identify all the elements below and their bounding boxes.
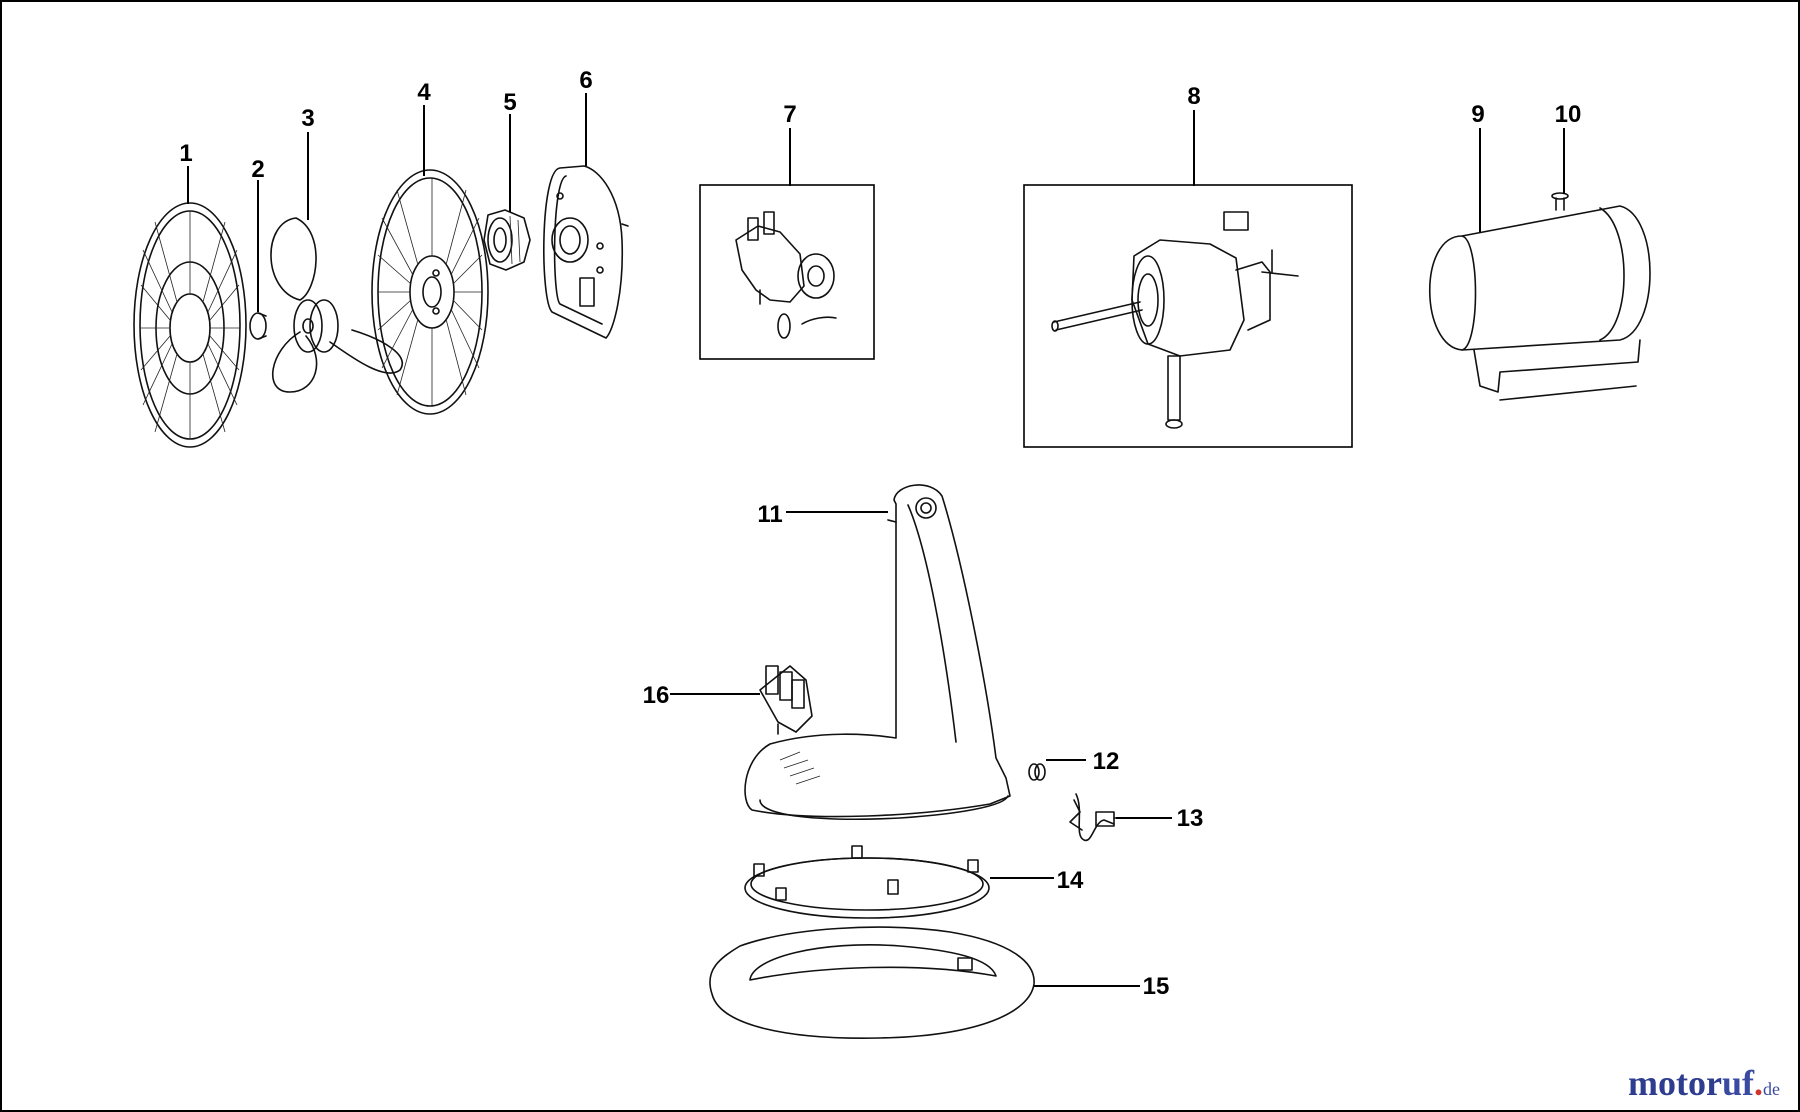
leader-lines bbox=[187, 93, 1565, 987]
callout-3: 3 bbox=[301, 105, 314, 132]
cover-screw bbox=[1551, 192, 1569, 211]
callout-15: 15 bbox=[1143, 973, 1170, 1000]
watermark-brand-start: motor bbox=[1628, 1063, 1722, 1103]
cable-gland bbox=[1028, 763, 1046, 781]
rear-housing bbox=[543, 165, 629, 339]
grille-nut bbox=[483, 209, 531, 271]
callout-4: 4 bbox=[417, 79, 431, 106]
callout-14: 14 bbox=[1057, 867, 1084, 894]
gear-box-frame bbox=[699, 184, 875, 360]
callout-16: 16 bbox=[643, 682, 670, 709]
callout-8: 8 bbox=[1187, 83, 1200, 110]
callout-9: 9 bbox=[1471, 101, 1484, 128]
rear-grille bbox=[371, 169, 489, 415]
callout-labels: 1 2 3 4 5 6 7 8 9 10 11 12 13 14 15 16 bbox=[179, 67, 1581, 1000]
callout-2: 2 bbox=[251, 156, 264, 183]
base bbox=[709, 926, 1035, 1039]
callout-12: 12 bbox=[1093, 748, 1120, 775]
column-body bbox=[744, 484, 1011, 820]
spinner-cap bbox=[249, 312, 267, 340]
motor-cover bbox=[1429, 205, 1651, 401]
watermark-brand-end: uf bbox=[1721, 1063, 1754, 1103]
motor-box-frame bbox=[1023, 184, 1353, 448]
base-plate bbox=[744, 845, 990, 919]
motoruf-watermark: motoruf.de bbox=[1628, 1062, 1780, 1104]
power-cord bbox=[1069, 793, 1125, 842]
fan-blade bbox=[270, 217, 403, 393]
callout-1: 1 bbox=[179, 140, 192, 167]
callout-5: 5 bbox=[503, 89, 516, 116]
callout-13: 13 bbox=[1177, 805, 1204, 832]
watermark-dot: . bbox=[1754, 1063, 1763, 1103]
motor bbox=[1051, 211, 1299, 429]
oscillation-gear bbox=[735, 211, 837, 339]
callout-7: 7 bbox=[783, 101, 796, 128]
front-grille bbox=[133, 202, 247, 448]
callout-10: 10 bbox=[1555, 101, 1582, 128]
callout-6: 6 bbox=[579, 67, 592, 94]
switch bbox=[759, 665, 813, 735]
watermark-tld: de bbox=[1763, 1079, 1780, 1099]
callout-11: 11 bbox=[757, 501, 782, 528]
